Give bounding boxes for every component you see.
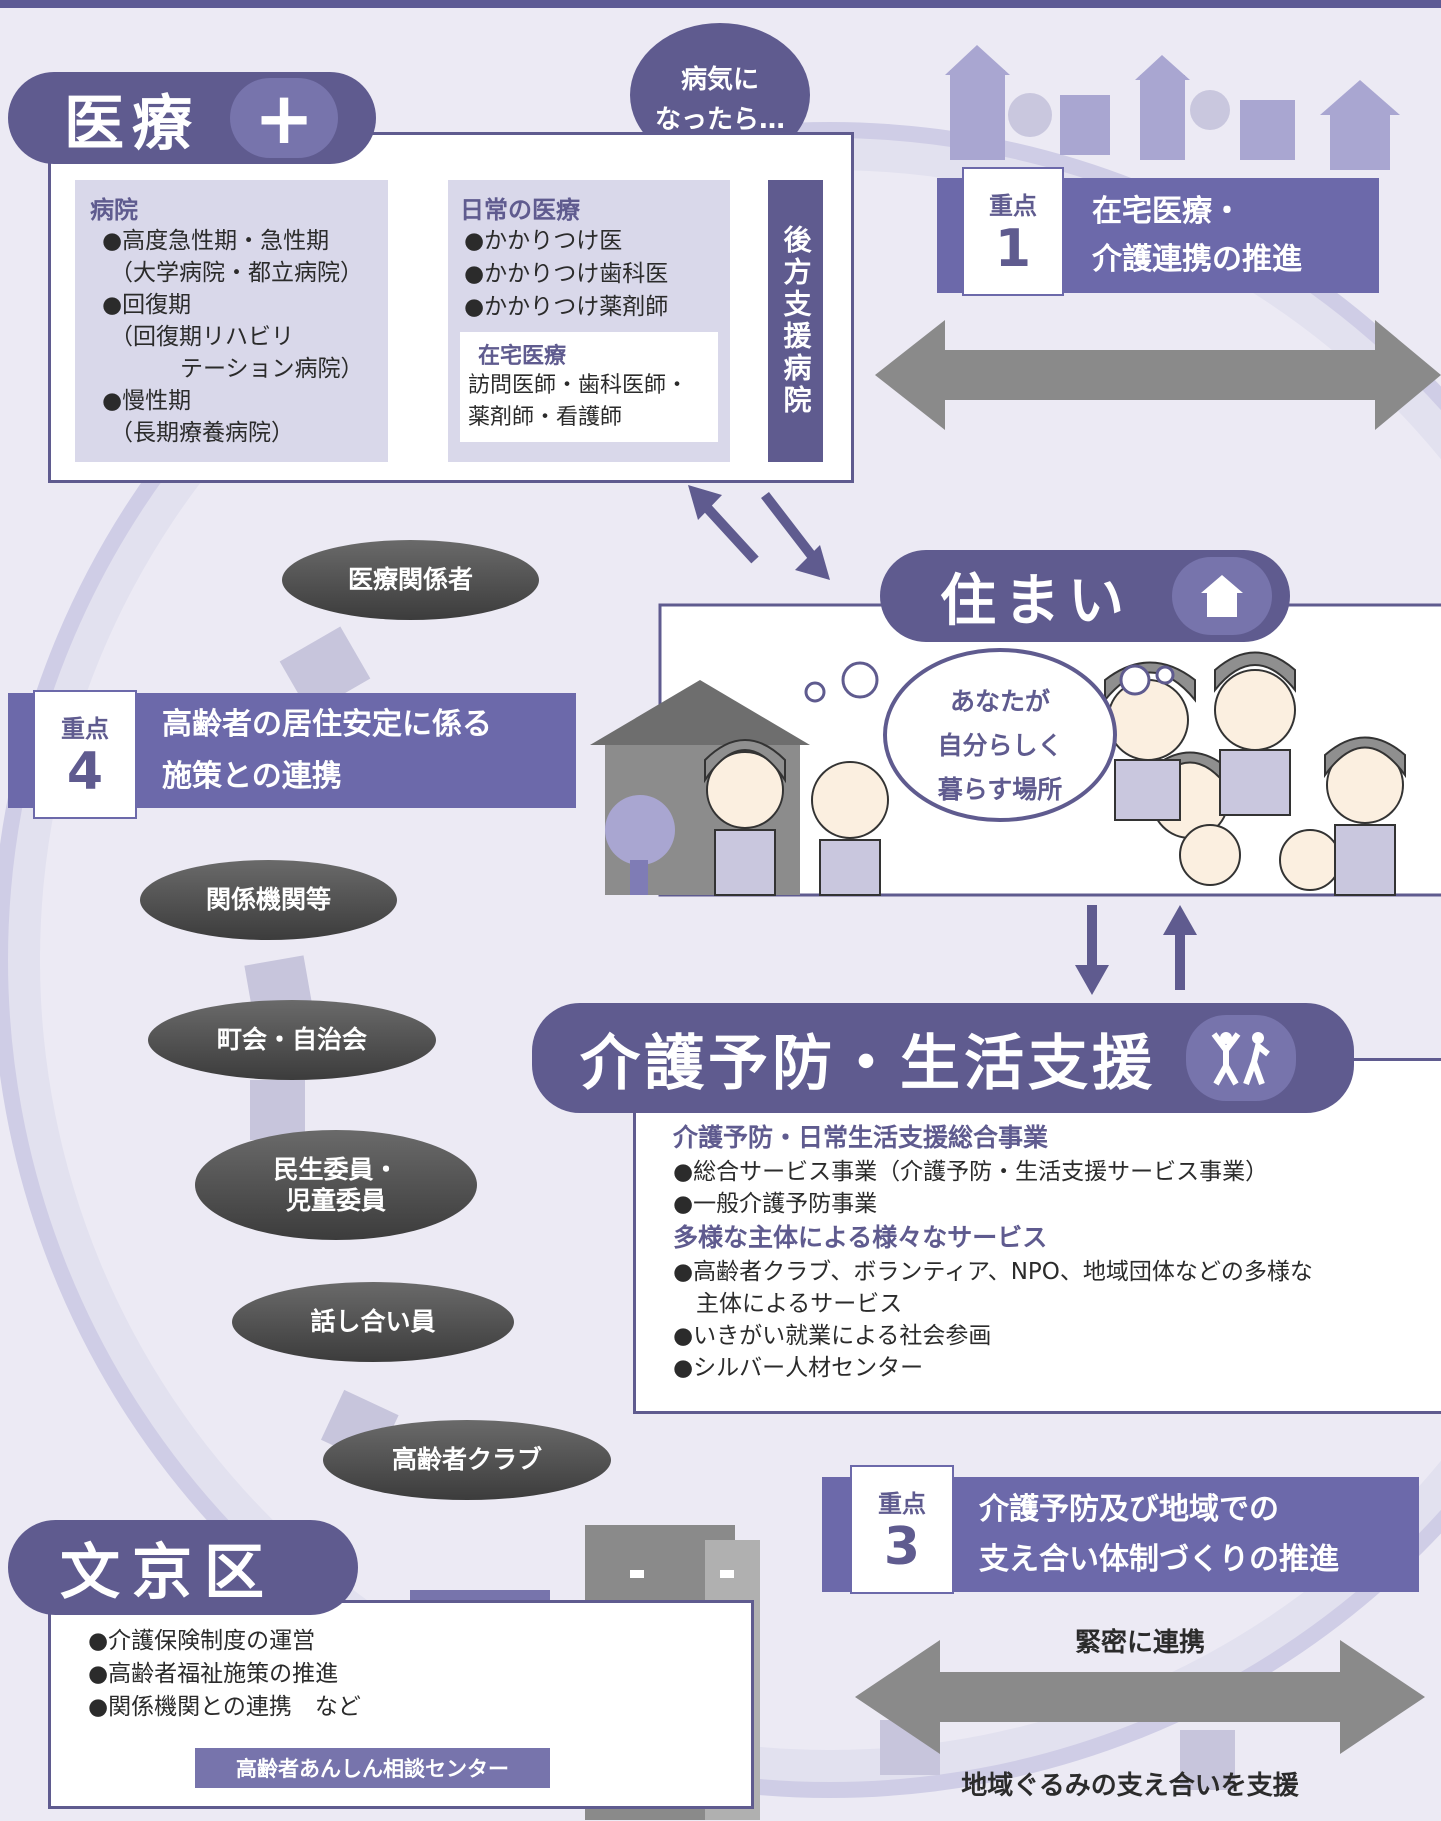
- keypoint-label: 重点: [989, 192, 1037, 220]
- daily-care-list: ●かかりつけ医 ●かかりつけ歯科医 ●かかりつけ薬剤師: [460, 225, 718, 324]
- bunkyo-title: 文京区: [60, 1538, 276, 1608]
- prevention-title-1: 介護予防・日常生活支援総合事業: [673, 1123, 1049, 1152]
- keypoint-4-badge: 重点 4: [33, 690, 137, 819]
- plus-icon: +: [230, 78, 338, 158]
- top-bar: [0, 0, 1441, 8]
- keypoint-3-badge: 重点 3: [850, 1465, 954, 1594]
- oval-related-agencies: 関係機関等: [140, 860, 397, 940]
- prevention-title: 介護予防・生活支援: [580, 1028, 1156, 1099]
- list-item: ●いきがい就業による社会参画: [673, 1323, 992, 1349]
- oval-medical-staff: 医療関係者: [282, 540, 539, 620]
- hospital-panel: 病院 ●高度急性期・急性期 （大学病院・都立病院） ●回復期 （回復期リハビリ …: [75, 180, 388, 462]
- medical-header: 医療 +: [8, 72, 376, 164]
- backup-hospital-label: 後方支援病院: [768, 180, 823, 462]
- list-item: ●一般介護予防事業: [673, 1191, 878, 1217]
- prevention-list-2: ●高齢者クラブ、ボランティア、NPO、地域団体などの多様な 主体によるサービス …: [673, 1256, 1433, 1384]
- house-icon: [1172, 557, 1272, 635]
- housing-header: 住まい: [880, 550, 1290, 642]
- prevention-title-2: 多様な主体による様々なサービス: [673, 1223, 1048, 1252]
- exercise-icon: [1186, 1015, 1296, 1101]
- keypoint-number: 3: [883, 1517, 921, 1577]
- bunkyo-header: 文京区: [8, 1520, 358, 1615]
- list-item: （大学病院・都立病院）: [110, 260, 363, 286]
- list-item: 薬剤師・看護師: [468, 405, 623, 430]
- housing-title: 住まい: [940, 568, 1132, 634]
- hospital-title: 病院: [90, 196, 138, 224]
- housing-thought: あなたが 自分らしく 暮らす場所: [937, 687, 1063, 804]
- list-item: （回復期リハビリ: [110, 324, 294, 350]
- prevention-box: [633, 1058, 1441, 1414]
- list-item: 訪問医師・歯科医師・: [468, 373, 689, 398]
- list-item: 主体によるサービス: [673, 1291, 903, 1317]
- keypoint-1: 重点 1 在宅医療・ 介護連携の推進: [937, 167, 1379, 296]
- list-item: ●かかりつけ医: [464, 228, 623, 254]
- hospital-list: ●高度急性期・急性期 （大学病院・都立病院） ●回復期 （回復期リハビリ テーシ…: [90, 225, 373, 449]
- oval-senior-club: 高齢者クラブ: [323, 1420, 611, 1500]
- list-item: ●かかりつけ薬剤師: [464, 294, 669, 320]
- bunkyo-list: ●介護保険制度の運営 ●高齢者福祉施策の推進 ●関係機関との連携 など: [88, 1625, 361, 1724]
- prevention-content: 介護予防・日常生活支援総合事業 ●総合サービス事業（介護予防・生活支援サービス事…: [673, 1120, 1433, 1384]
- list-item: ●回復期: [102, 292, 192, 318]
- list-item: ●高齢者クラブ、ボランティア、NPO、地域団体などの多様な: [673, 1259, 1313, 1285]
- keypoint-number: 1: [994, 219, 1032, 279]
- list-item: テーション病院）: [180, 356, 364, 382]
- keypoint-label: 重点: [878, 1490, 926, 1518]
- list-item: ●関係機関との連携 など: [88, 1694, 361, 1720]
- keypoint-4-text: 高齢者の居住安定に係る 施策との連携: [162, 706, 492, 794]
- keypoint-1-badge: 重点 1: [962, 167, 1064, 296]
- daily-care-title: 日常の医療: [460, 196, 580, 224]
- support-center-label: 高齢者あんしん相談センター: [195, 1748, 550, 1788]
- oval-counselors: 話し合い員: [232, 1282, 514, 1362]
- list-item: ●総合サービス事業（介護予防・生活支援サービス事業）: [673, 1159, 1269, 1185]
- oval-welfare-commissioners: 民生委員・ 児童委員: [195, 1130, 477, 1240]
- daily-care-panel: 日常の医療 ●かかりつけ医 ●かかりつけ歯科医 ●かかりつけ薬剤師 在宅医療 訪…: [448, 180, 730, 462]
- list-item: ●高齢者福祉施策の推進: [88, 1661, 339, 1687]
- prevention-list-1: ●総合サービス事業（介護予防・生活支援サービス事業） ●一般介護予防事業: [673, 1156, 1433, 1220]
- home-care-list: 訪問医師・歯科医師・ 薬剤師・看護師: [468, 370, 710, 434]
- home-care-title: 在宅医療: [478, 344, 567, 369]
- list-item: ●かかりつけ歯科医: [464, 261, 669, 287]
- keypoint-number: 4: [66, 742, 104, 802]
- list-item: （長期療養病院）: [110, 420, 294, 446]
- keypoint-3: 重点 3 介護予防及び地域での 支え合い体制づくりの推進: [822, 1465, 1419, 1594]
- close-coordination-label: 緊密に連携: [1074, 1628, 1205, 1658]
- medical-title: 医療: [64, 88, 200, 159]
- oval-neighborhood-assoc: 町会・自治会: [148, 1000, 436, 1080]
- list-item: ●高度急性期・急性期: [102, 228, 330, 254]
- keypoint-3-text: 介護予防及び地域での 支え合い体制づくりの推進: [979, 1491, 1339, 1577]
- community-support-label: 地域ぐるみの支え合いを支援: [961, 1771, 1299, 1801]
- keypoint-label: 重点: [61, 715, 109, 743]
- prevention-header: 介護予防・生活支援: [532, 1003, 1354, 1113]
- sick-bubble-text: 病気に なったら…: [654, 65, 785, 135]
- keypoint-4: 重点 4 高齢者の居住安定に係る 施策との連携: [8, 690, 576, 819]
- home-care-panel: 在宅医療 訪問医師・歯科医師・ 薬剤師・看護師: [460, 332, 718, 442]
- list-item: ●介護保険制度の運営: [88, 1628, 316, 1654]
- keypoint-1-text: 在宅医療・ 介護連携の推進: [1092, 193, 1302, 277]
- list-item: ●シルバー人材センター: [673, 1355, 924, 1381]
- list-item: ●慢性期: [102, 388, 192, 414]
